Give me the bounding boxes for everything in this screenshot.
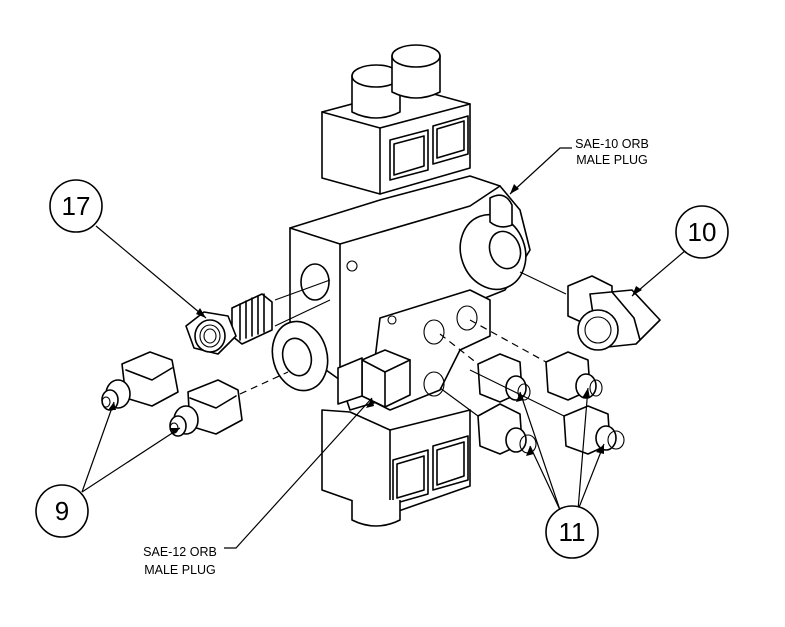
- callout-17: 17: [49, 179, 103, 233]
- fitting-9-upper: [101, 351, 179, 411]
- fitting-11-b: [469, 319, 603, 401]
- note-sae12-line2: MALE PLUG: [144, 563, 216, 577]
- fitting-9-lower: [169, 371, 289, 437]
- note-sae12-line1: SAE-12 ORB: [143, 545, 217, 559]
- note-sae10-line1: SAE-10 ORB: [575, 137, 649, 151]
- note-sae10: SAE-10 ORB MALE PLUG: [575, 137, 649, 167]
- fitting-10: [519, 271, 661, 351]
- upper-valve-section: [321, 44, 471, 195]
- sae12-plug: [337, 349, 411, 408]
- sae10-plug: [489, 194, 513, 228]
- arrowheads: [108, 184, 642, 456]
- fitting-11-d: [469, 369, 625, 455]
- lower-valve-section: [321, 409, 471, 527]
- fitting-11-a: [439, 333, 531, 403]
- note-sae12: SAE-12 ORB MALE PLUG: [143, 545, 217, 577]
- callout-9-label: 9: [55, 496, 69, 526]
- callout-17-label: 17: [62, 191, 91, 221]
- callout-9: 9: [35, 484, 89, 538]
- fitting-17: [185, 279, 331, 355]
- note-sae10-line2: MALE PLUG: [576, 153, 648, 167]
- fitting-11-c: [439, 387, 537, 455]
- callout-10-label: 10: [688, 217, 717, 247]
- callout-11: 11: [545, 505, 599, 559]
- leader-lines: [81, 147, 687, 549]
- callout-10: 10: [675, 205, 729, 259]
- callout-11-label: 11: [559, 517, 586, 547]
